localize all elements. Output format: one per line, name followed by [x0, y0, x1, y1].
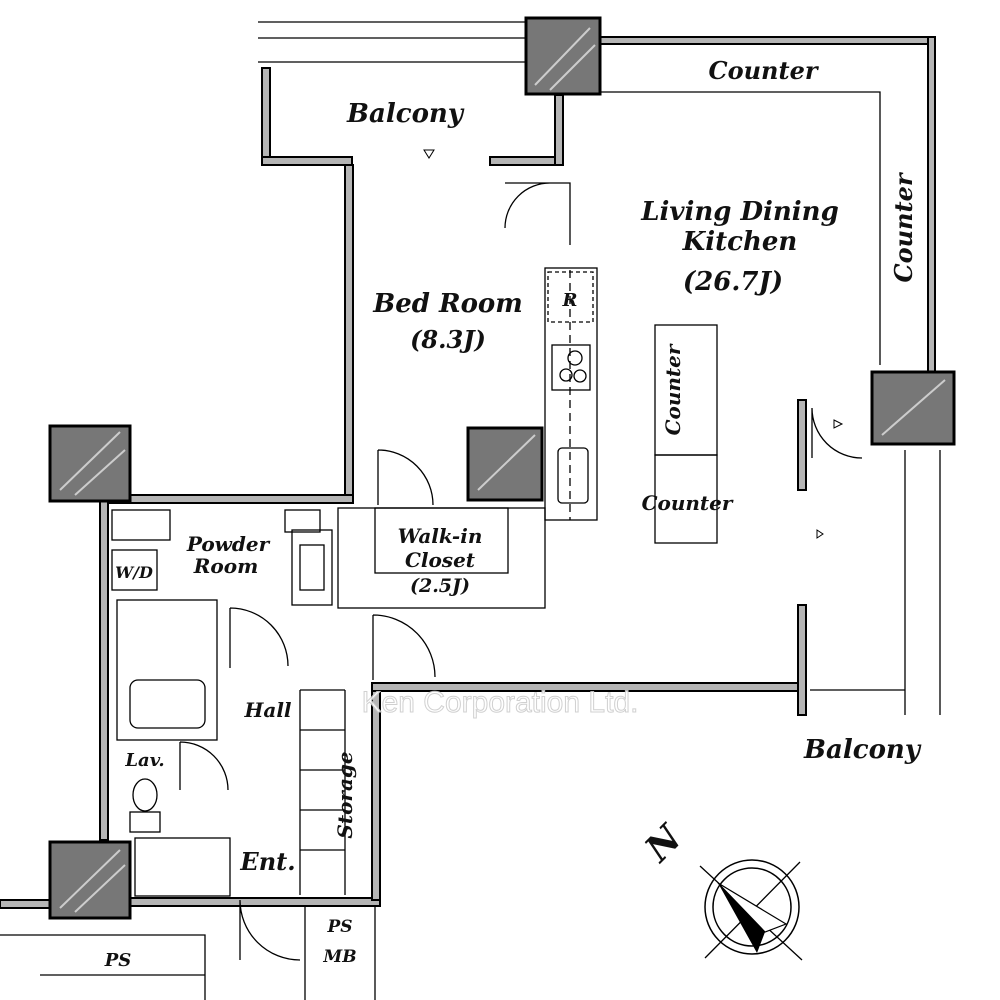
label-balcony-top: Balcony	[346, 99, 465, 129]
label-ldk-line1: Living Dining	[640, 197, 839, 227]
label-counter-top: Counter	[708, 56, 819, 85]
label-walkin-size: (2.5J)	[410, 575, 470, 597]
label-ldk-line2: Kitchen	[682, 227, 798, 257]
label-bedroom-size: (8.3J)	[410, 325, 486, 354]
label-ps-mb-line2: MB	[322, 947, 356, 967]
label-balcony-bottom: Balcony	[803, 735, 922, 765]
label-ps-left: PS	[104, 950, 132, 971]
watermark: Ken Corporation Ltd.	[362, 686, 639, 719]
compass-icon: N	[636, 816, 803, 961]
label-counter-island: Counter	[642, 491, 734, 515]
label-hall: Hall	[243, 698, 291, 722]
room-labels: Balcony Counter Counter Living Dining Ki…	[104, 56, 922, 971]
label-entrance: Ent.	[239, 847, 295, 876]
label-storage: Storage	[333, 751, 357, 838]
structural-columns	[48, 16, 956, 920]
label-refrigerator: R	[562, 290, 578, 311]
label-powder-line2: Room	[193, 554, 258, 578]
label-counter-island-vertical: Counter	[661, 343, 685, 435]
label-walkin-line1: Walk-in	[398, 524, 483, 548]
label-powder-line1: Powder	[186, 532, 271, 556]
label-ldk-size: (26.7J)	[683, 267, 783, 297]
label-walkin-line2: Closet	[405, 548, 476, 572]
interior-fixtures	[111, 149, 863, 961]
compass-north-label: N	[636, 816, 691, 871]
label-counter-right: Counter	[889, 171, 918, 282]
label-bedroom: Bed Room	[372, 289, 523, 319]
label-lav: Lav.	[124, 750, 164, 771]
label-washer-dryer: W/D	[115, 563, 153, 582]
outline-lines	[0, 21, 941, 1000]
label-ps-mb-line1: PS	[326, 917, 352, 937]
